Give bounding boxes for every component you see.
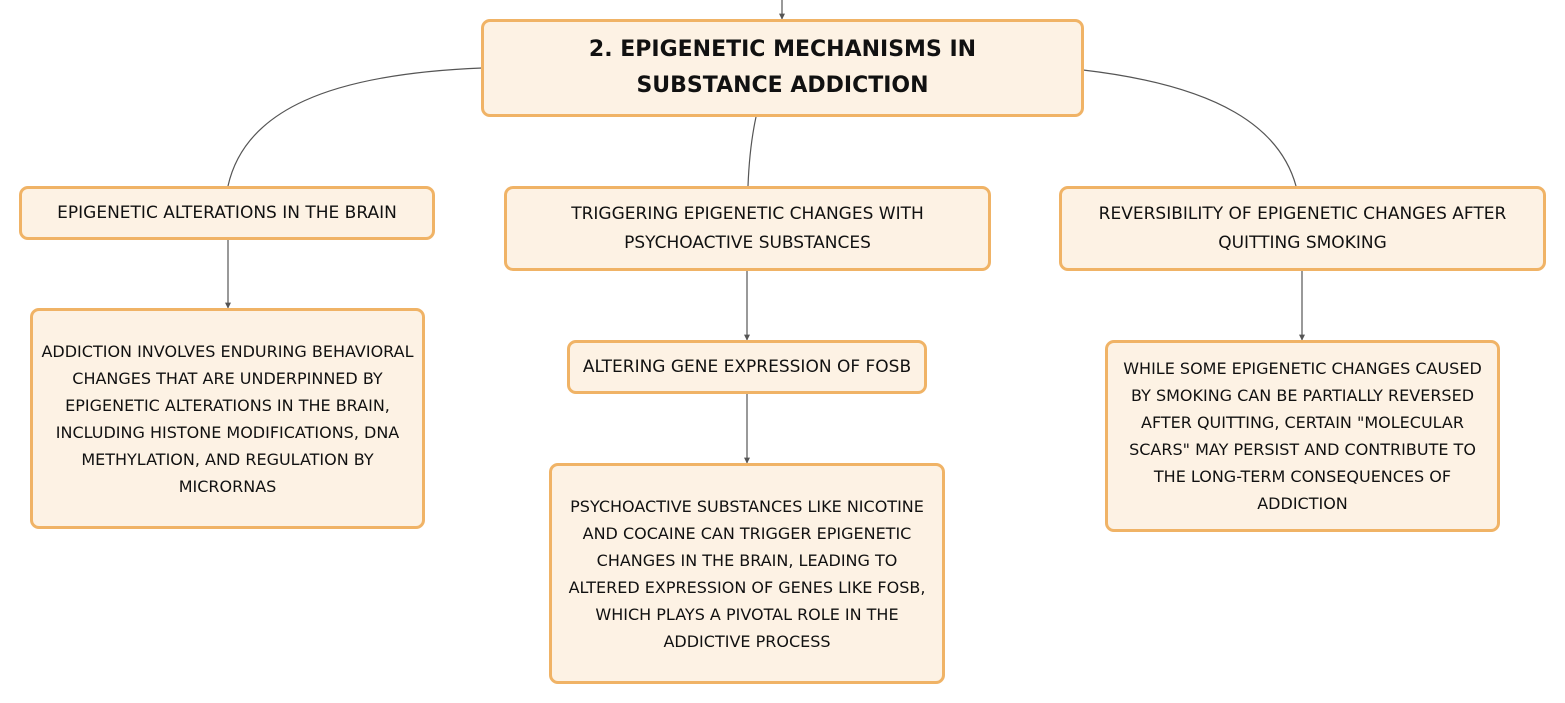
branch-node-brain-alterations[interactable]: EPIGENETIC ALTERATIONS IN THE BRAIN <box>19 186 435 240</box>
connector-root-to-branch-2 <box>747 116 757 187</box>
root-node-label: 2. EPIGENETIC MECHANISMS IN SUBSTANCE AD… <box>588 37 977 98</box>
subtopic-node-label: ALTERING GENE EXPRESSION OF FOSB <box>582 356 912 377</box>
branch-node-reversibility[interactable]: REVERSIBILITY OF EPIGENETIC CHANGES AFTE… <box>1059 186 1546 271</box>
detail-node-brain-alterations[interactable]: ADDICTION INVOLVES ENDURING BEHAVIORAL C… <box>30 308 425 529</box>
connector-root-to-branch-1 <box>227 67 483 187</box>
detail-node-text: PSYCHOACTIVE SUBSTANCES LIKE NICOTINE AN… <box>568 496 926 651</box>
branch-node-label: REVERSIBILITY OF EPIGENETIC CHANGES AFTE… <box>1098 203 1507 253</box>
branch-node-label: EPIGENETIC ALTERATIONS IN THE BRAIN <box>57 202 397 223</box>
root-node[interactable]: 2. EPIGENETIC MECHANISMS IN SUBSTANCE AD… <box>481 19 1084 117</box>
detail-node-text: WHILE SOME EPIGENETIC CHANGES CAUSED BY … <box>1123 359 1482 513</box>
connector-root-to-branch-3 <box>1082 69 1297 187</box>
detail-node-text: ADDICTION INVOLVES ENDURING BEHAVIORAL C… <box>41 341 414 496</box>
branch-node-psychoactive-substances[interactable]: TRIGGERING EPIGENETIC CHANGES WITH PSYCH… <box>504 186 991 271</box>
detail-node-psychoactive-substances[interactable]: PSYCHOACTIVE SUBSTANCES LIKE NICOTINE AN… <box>549 463 945 684</box>
detail-node-reversibility[interactable]: WHILE SOME EPIGENETIC CHANGES CAUSED BY … <box>1105 340 1500 532</box>
branch-node-label: TRIGGERING EPIGENETIC CHANGES WITH PSYCH… <box>571 203 924 253</box>
subtopic-node-fosb[interactable]: ALTERING GENE EXPRESSION OF FOSB <box>567 340 927 394</box>
